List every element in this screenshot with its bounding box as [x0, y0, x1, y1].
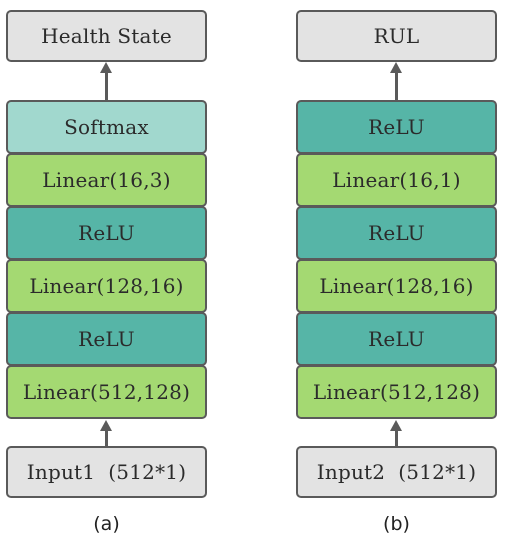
panel-b: RUL ReLU Linear(16,1) ReLU Linear(128,16…: [296, 0, 501, 550]
linear-layer: Linear(128,16): [6, 259, 207, 313]
arrow-up-icon: [100, 62, 112, 100]
relu-layer: ReLU: [6, 206, 207, 260]
arrow-up-icon: [390, 420, 402, 446]
arrow-up-icon: [390, 62, 402, 100]
arrow-up-icon: [100, 420, 112, 446]
linear-layer: Linear(16,3): [6, 153, 207, 207]
caption-a: (a): [93, 513, 120, 535]
caption-b: (b): [383, 513, 410, 535]
panel-a: Health State Softmax Linear(16,3) ReLU L…: [6, 0, 211, 550]
relu-layer: ReLU: [296, 312, 497, 366]
softmax-layer: Softmax: [6, 100, 207, 154]
relu-layer: ReLU: [6, 312, 207, 366]
input-box-a: Input1 (512*1): [6, 446, 207, 498]
input-box-b: Input2 (512*1): [296, 446, 497, 498]
relu-layer: ReLU: [296, 206, 497, 260]
output-rul: RUL: [296, 10, 497, 62]
linear-layer: Linear(512,128): [296, 365, 497, 419]
output-health-state: Health State: [6, 10, 207, 62]
linear-layer: Linear(128,16): [296, 259, 497, 313]
relu-layer: ReLU: [296, 100, 497, 154]
linear-layer: Linear(512,128): [6, 365, 207, 419]
layer-stack-a: Softmax Linear(16,3) ReLU Linear(128,16)…: [6, 100, 207, 419]
linear-layer: Linear(16,1): [296, 153, 497, 207]
layer-stack-b: ReLU Linear(16,1) ReLU Linear(128,16) Re…: [296, 100, 497, 419]
